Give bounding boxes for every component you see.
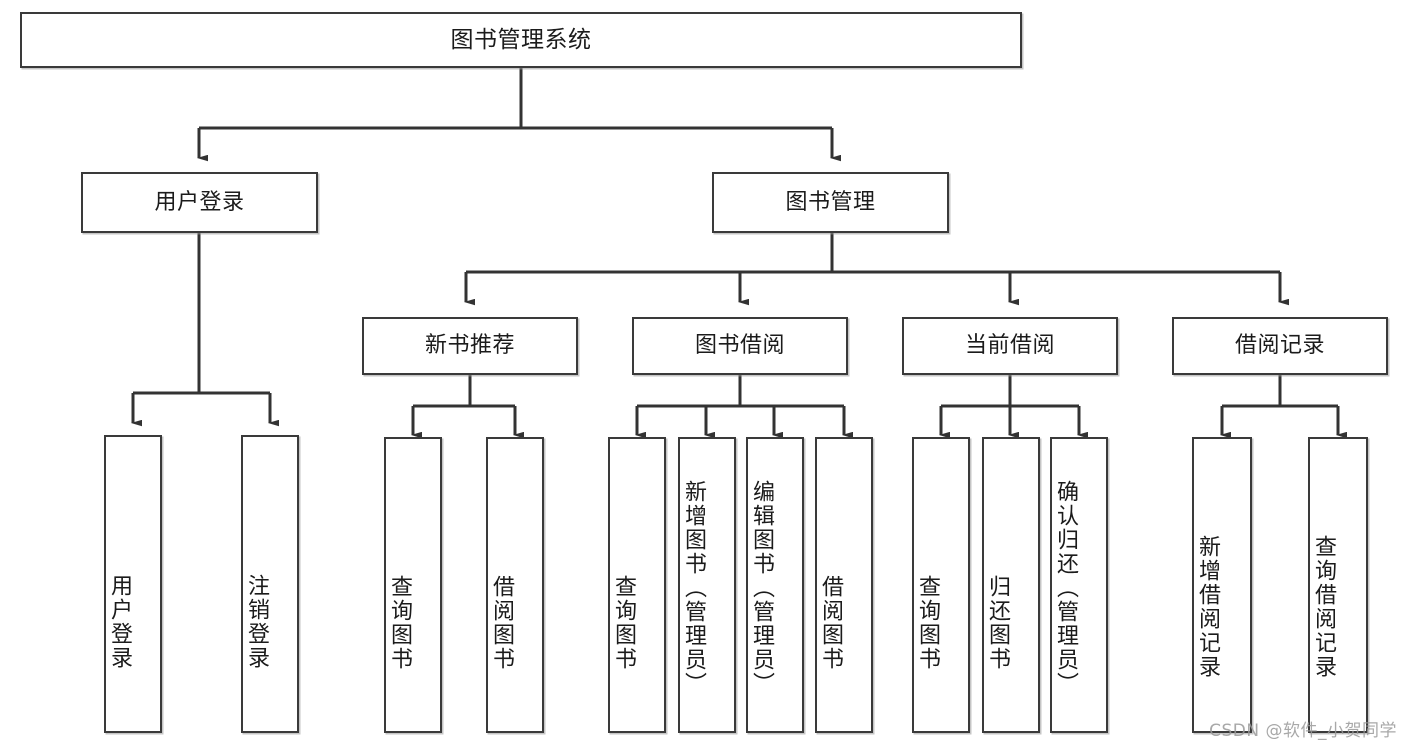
node-label: 借阅图书 — [488, 575, 514, 671]
leaf-query-borrow-record[interactable]: 查询借阅记录 — [1308, 437, 1368, 733]
node-label: 新书推荐 — [424, 333, 515, 359]
node-label: 新增图书（管理员） — [680, 480, 706, 696]
node-label: 编辑图书（管理员） — [748, 480, 774, 696]
node-label: 确认归还（管理员） — [1052, 480, 1078, 696]
node-label: 查询图书 — [610, 575, 636, 671]
node-label: 当前借阅 — [964, 333, 1055, 359]
leaf-return-book[interactable]: 归还图书 — [982, 437, 1040, 733]
node-new-book-recommend[interactable]: 新书推荐 — [362, 317, 578, 375]
node-label: 注销登录 — [243, 574, 269, 670]
node-label: 用户登录 — [106, 574, 132, 670]
node-current-borrow[interactable]: 当前借阅 — [902, 317, 1118, 375]
node-label: 用户登录 — [154, 189, 245, 215]
leaf-borrow-book[interactable]: 借阅图书 — [815, 437, 873, 733]
node-book-management[interactable]: 图书管理 — [712, 172, 949, 233]
node-label: 查询图书 — [914, 575, 940, 671]
node-label: 图书管理 — [785, 189, 876, 215]
watermark: CSDN @软件_小贺同学 — [1209, 721, 1397, 741]
leaf-add-borrow-record[interactable]: 新增借阅记录 — [1192, 437, 1252, 733]
node-user-login[interactable]: 用户登录 — [81, 172, 318, 233]
leaf-query-book-current[interactable]: 查询图书 — [912, 437, 970, 733]
node-label: 图书借阅 — [694, 333, 785, 359]
node-label: 归还图书 — [984, 575, 1010, 671]
leaf-add-book-admin[interactable]: 新增图书（管理员） — [678, 437, 736, 733]
node-label: 图书管理系统 — [450, 26, 592, 53]
leaf-logout[interactable]: 注销登录 — [241, 435, 299, 733]
leaf-borrow-book-recommend[interactable]: 借阅图书 — [486, 437, 544, 733]
node-label: 借阅图书 — [817, 575, 843, 671]
node-borrow-record[interactable]: 借阅记录 — [1172, 317, 1388, 375]
node-root-system[interactable]: 图书管理系统 — [20, 12, 1022, 68]
node-book-borrow[interactable]: 图书借阅 — [632, 317, 848, 375]
node-label: 查询图书 — [386, 575, 412, 671]
node-label: 查询借阅记录 — [1310, 535, 1336, 679]
node-label: 借阅记录 — [1234, 333, 1325, 359]
leaf-confirm-return-admin[interactable]: 确认归还（管理员） — [1050, 437, 1108, 733]
leaf-edit-book-admin[interactable]: 编辑图书（管理员） — [746, 437, 804, 733]
leaf-user-login[interactable]: 用户登录 — [104, 435, 162, 733]
leaf-query-book-borrow[interactable]: 查询图书 — [608, 437, 666, 733]
node-label: 新增借阅记录 — [1194, 535, 1220, 679]
leaf-query-book-recommend[interactable]: 查询图书 — [384, 437, 442, 733]
